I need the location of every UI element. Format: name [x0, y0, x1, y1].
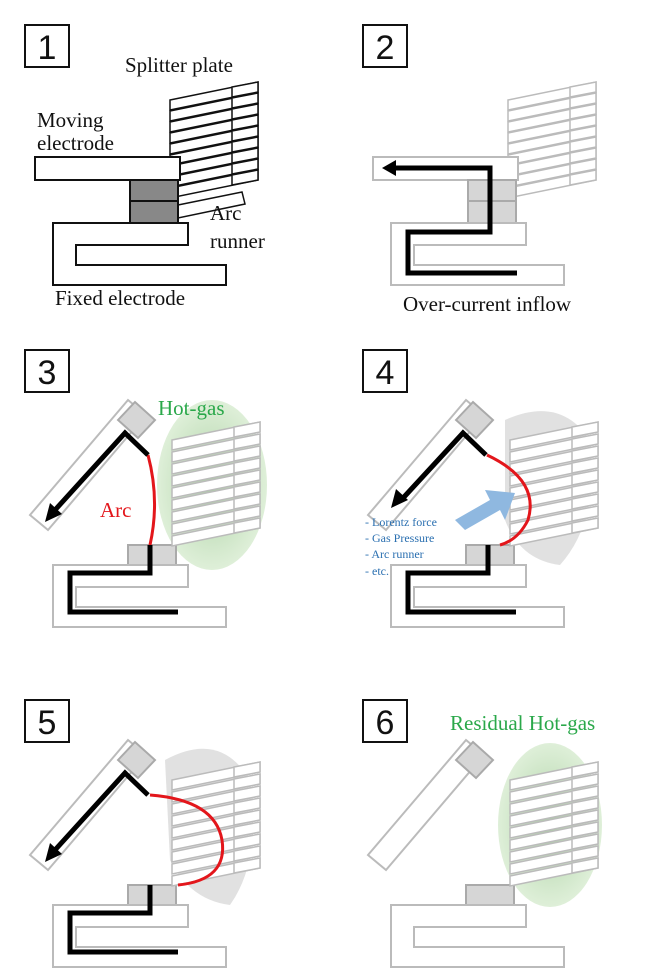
step-number-box	[362, 699, 408, 743]
fixed-electrode	[52, 222, 227, 286]
arc-runner-label-2: runner	[210, 229, 265, 253]
step-number: 1	[38, 29, 57, 67]
arrowhead-icon	[45, 843, 62, 862]
arc	[146, 454, 156, 546]
panel-6: 6 Residual Hot-gas	[362, 699, 602, 967]
moving-electrode	[34, 156, 181, 181]
residual-hot-gas-label: Residual Hot-gas	[450, 711, 595, 735]
step-number-box	[24, 349, 70, 393]
arrowhead-icon	[382, 160, 396, 176]
splitter-plates	[169, 81, 259, 199]
panel-4: 4 - Lorentz force - Gas Pressure - Arc r…	[362, 349, 598, 627]
fixed-electrode-label: Fixed electrode	[55, 286, 185, 310]
arrowhead-icon	[391, 489, 408, 508]
fixed-contact	[129, 200, 179, 224]
step-number: 3	[38, 354, 57, 392]
moving-contact	[129, 179, 179, 202]
panel-3: 3 Hot-gas Arc	[24, 349, 267, 627]
step-number: 5	[38, 704, 57, 742]
current-path	[392, 165, 517, 276]
current-path-lower	[67, 885, 178, 955]
moving-electrode-label-2: electrode	[37, 131, 114, 155]
breaker-mechanism	[30, 740, 260, 967]
arc-runner-label: Arc	[210, 201, 241, 225]
force-item: - etc.	[365, 564, 389, 578]
step-number: 6	[376, 704, 395, 742]
hot-gas-label: Hot-gas	[158, 396, 225, 420]
force-arrow-icon	[455, 490, 515, 530]
moving-electrode-label: Moving	[37, 108, 104, 132]
step-number-box	[362, 24, 408, 68]
current-path-upper	[53, 769, 150, 852]
panel-5: 5	[24, 699, 260, 967]
arc	[486, 453, 532, 547]
force-item: - Gas Pressure	[365, 531, 434, 545]
arc	[149, 793, 225, 887]
step-number-box	[24, 699, 70, 743]
arrowhead-icon	[45, 503, 62, 522]
current-path-upper	[53, 429, 150, 512]
step-number: 4	[376, 354, 395, 392]
current-path-lower	[67, 545, 178, 615]
panel-2: 2 Over-current inflow	[362, 24, 597, 316]
step-number-box	[24, 24, 70, 68]
current-path-lower	[405, 545, 516, 615]
breaker-mechanism	[30, 400, 260, 627]
step-number: 2	[376, 29, 395, 67]
current-path-upper	[402, 429, 488, 499]
breaker-mechanism	[368, 740, 598, 967]
over-current-caption: Over-current inflow	[403, 292, 572, 316]
force-item: - Arc runner	[365, 547, 424, 561]
force-item: - Lorentz force	[365, 515, 437, 529]
step-number-box	[362, 349, 408, 393]
arc-label: Arc	[100, 498, 131, 522]
panel-1: 1 Splitter plate Moving electrode Arc ru…	[24, 24, 265, 310]
splitter-plate-label: Splitter plate	[125, 53, 233, 77]
